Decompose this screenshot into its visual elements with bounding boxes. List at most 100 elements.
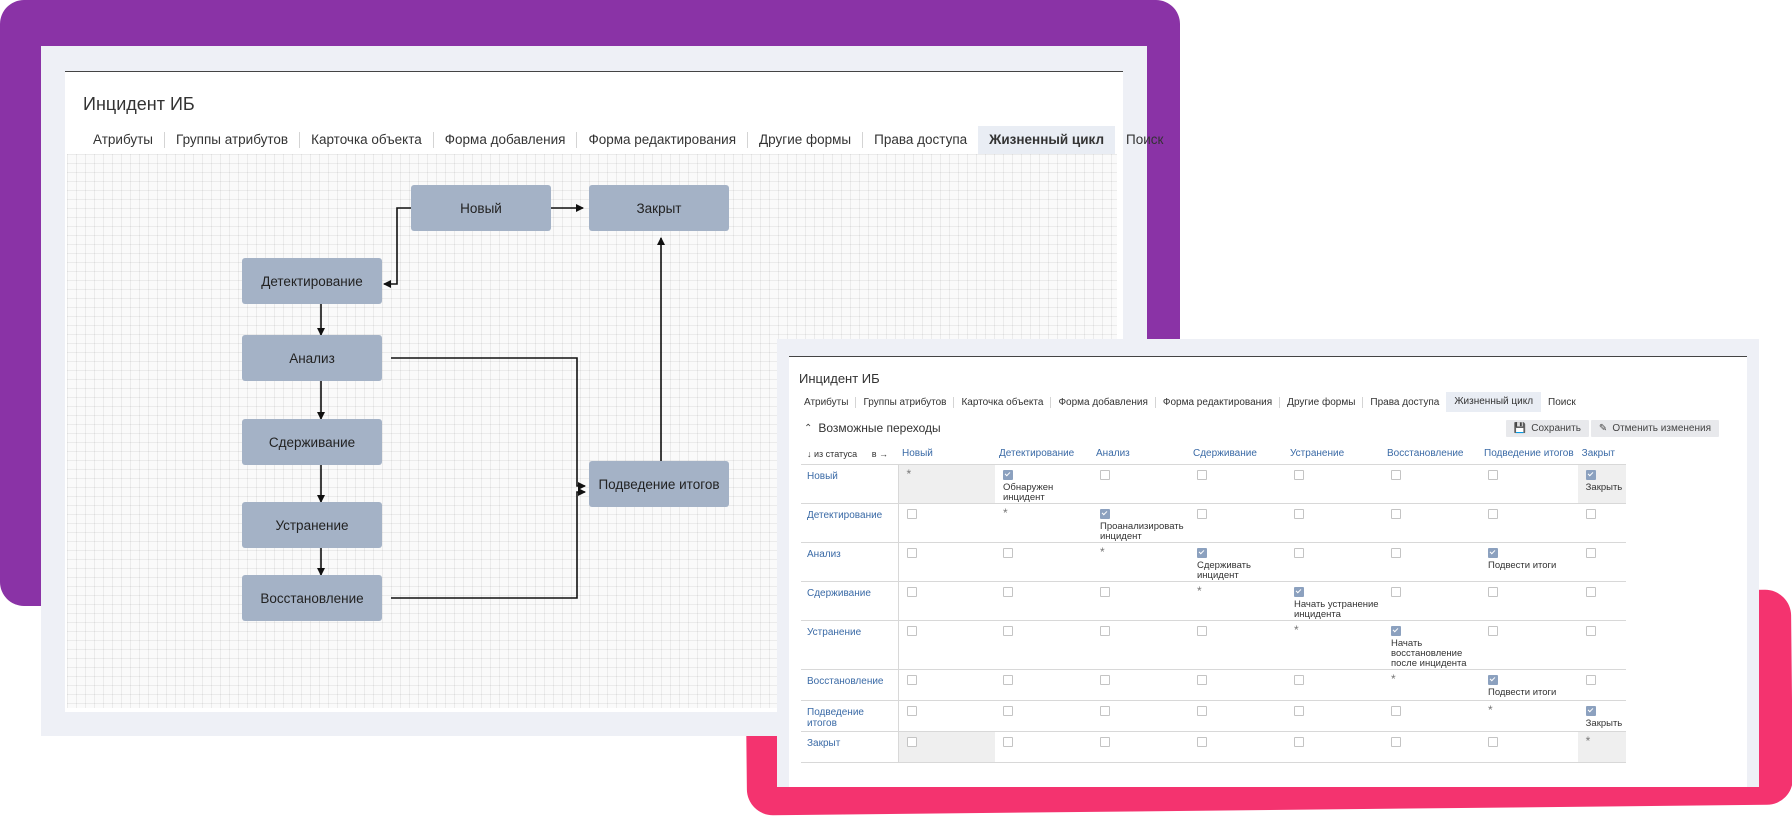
state-analysis[interactable]: Анализ [242, 335, 382, 381]
checkbox[interactable] [906, 587, 917, 597]
checkbox[interactable] [1488, 675, 1498, 685]
checkbox[interactable] [1003, 737, 1013, 747]
column-header[interactable]: Закрыт [1577, 443, 1627, 465]
state-new[interactable]: Новый [411, 185, 551, 231]
tab-edit-form[interactable]: Форма редактирования [576, 132, 747, 148]
checkbox[interactable] [1585, 675, 1596, 685]
tab-search[interactable]: Поиск [1126, 132, 1164, 147]
checkbox[interactable] [1391, 548, 1401, 558]
checkbox[interactable] [1294, 587, 1304, 597]
checkbox[interactable] [1391, 587, 1401, 597]
column-header[interactable]: Подведение итогов [1480, 443, 1578, 465]
checkbox[interactable] [1197, 548, 1207, 558]
tab-other-forms[interactable]: Другие формы [1279, 396, 1362, 408]
checkbox[interactable] [1585, 587, 1596, 597]
checkbox[interactable] [1100, 737, 1110, 747]
state-recovery[interactable]: Восстановление [242, 575, 382, 621]
chevron-up-icon[interactable]: ⌃ [804, 422, 813, 434]
checkbox[interactable] [1100, 675, 1110, 685]
checkbox[interactable] [1294, 737, 1304, 747]
checkbox[interactable] [906, 509, 917, 519]
checkbox[interactable] [1488, 737, 1498, 747]
checkbox[interactable] [1294, 675, 1304, 685]
checkbox[interactable] [1488, 548, 1498, 558]
checkbox[interactable] [1197, 626, 1207, 636]
checkbox[interactable] [1585, 470, 1596, 480]
cancel-changes-button[interactable]: ✎ Отменить изменения [1590, 420, 1719, 437]
checkbox[interactable] [1585, 626, 1596, 636]
checkbox[interactable] [1197, 675, 1207, 685]
tab-attributes[interactable]: Атрибуты [804, 396, 849, 408]
checkbox[interactable] [1100, 587, 1110, 597]
column-header[interactable]: Анализ [1092, 443, 1189, 465]
checkbox[interactable] [1391, 706, 1401, 716]
column-header[interactable]: Новый [898, 443, 995, 465]
column-header[interactable]: Сдерживание [1189, 443, 1286, 465]
state-containment[interactable]: Сдерживание [242, 419, 382, 465]
row-header[interactable]: Новый [801, 464, 899, 504]
checkbox[interactable] [1003, 706, 1013, 716]
checkbox[interactable] [906, 675, 917, 685]
checkbox[interactable] [1294, 706, 1304, 716]
save-button[interactable]: 💾 Сохранить [1505, 420, 1589, 437]
tab-attribute-groups[interactable]: Группы атрибутов [164, 132, 299, 148]
checkbox[interactable] [1003, 675, 1013, 685]
checkbox[interactable] [1294, 509, 1304, 519]
checkbox[interactable] [906, 737, 917, 747]
checkbox[interactable] [1585, 548, 1596, 558]
tab-edit-form[interactable]: Форма редактирования [1154, 396, 1279, 408]
checkbox[interactable] [1100, 626, 1110, 636]
checkbox[interactable] [906, 626, 917, 636]
checkbox[interactable] [1585, 509, 1596, 519]
checkbox[interactable] [906, 548, 917, 558]
checkbox[interactable] [1100, 509, 1110, 519]
checkbox[interactable] [1391, 509, 1401, 519]
checkbox[interactable] [1391, 470, 1401, 480]
checkbox[interactable] [1391, 626, 1401, 636]
checkbox[interactable] [1488, 587, 1498, 597]
checkbox[interactable] [1197, 706, 1207, 716]
state-elimination[interactable]: Устранение [242, 502, 382, 548]
row-header[interactable]: Анализ [801, 542, 899, 582]
tab-attributes[interactable]: Атрибуты [93, 132, 154, 147]
tab-search[interactable]: Поиск [1548, 396, 1576, 408]
tab-object-card[interactable]: Карточка объекта [299, 132, 433, 148]
checkbox[interactable] [1488, 509, 1498, 519]
row-header[interactable]: Детектирование [801, 503, 899, 543]
checkbox[interactable] [1197, 470, 1207, 480]
checkbox[interactable] [1488, 626, 1498, 636]
checkbox[interactable] [1003, 548, 1013, 558]
column-header[interactable]: Восстановление [1383, 443, 1480, 465]
tab-attribute-groups[interactable]: Группы атрибутов [855, 396, 953, 408]
tab-access-rights[interactable]: Права доступа [1362, 396, 1446, 408]
tab-add-form[interactable]: Форма добавления [432, 132, 577, 148]
checkbox[interactable] [906, 706, 917, 716]
checkbox[interactable] [1585, 706, 1596, 716]
tab-lifecycle[interactable]: Жизненный цикл [978, 126, 1116, 154]
checkbox[interactable] [1003, 470, 1013, 480]
checkbox[interactable] [1197, 737, 1207, 747]
column-header[interactable]: Детектирование [995, 443, 1092, 465]
state-closed[interactable]: Закрыт [589, 185, 729, 231]
row-header[interactable]: Устранение [801, 620, 899, 670]
checkbox[interactable] [1391, 737, 1401, 747]
checkbox[interactable] [1488, 470, 1498, 480]
checkbox[interactable] [1294, 548, 1304, 558]
tab-access-rights[interactable]: Права доступа [862, 132, 978, 148]
row-header[interactable]: Закрыт [801, 731, 899, 763]
state-detecting[interactable]: Детектирование [242, 258, 382, 304]
checkbox[interactable] [1294, 470, 1304, 480]
tab-lifecycle[interactable]: Жизненный цикл [1446, 392, 1542, 412]
tab-object-card[interactable]: Карточка объекта [953, 396, 1050, 408]
checkbox[interactable] [1197, 509, 1207, 519]
tab-add-form[interactable]: Форма добавления [1050, 396, 1154, 408]
tab-other-forms[interactable]: Другие формы [747, 132, 862, 148]
checkbox[interactable] [1003, 587, 1013, 597]
state-summary[interactable]: Подведение итогов [589, 461, 729, 507]
row-header[interactable]: Восстановление [801, 669, 899, 701]
checkbox[interactable] [1100, 470, 1110, 480]
column-header[interactable]: Устранение [1286, 443, 1383, 465]
checkbox[interactable] [1003, 626, 1013, 636]
checkbox[interactable] [1100, 706, 1110, 716]
row-header[interactable]: Подведение итогов [801, 700, 899, 732]
